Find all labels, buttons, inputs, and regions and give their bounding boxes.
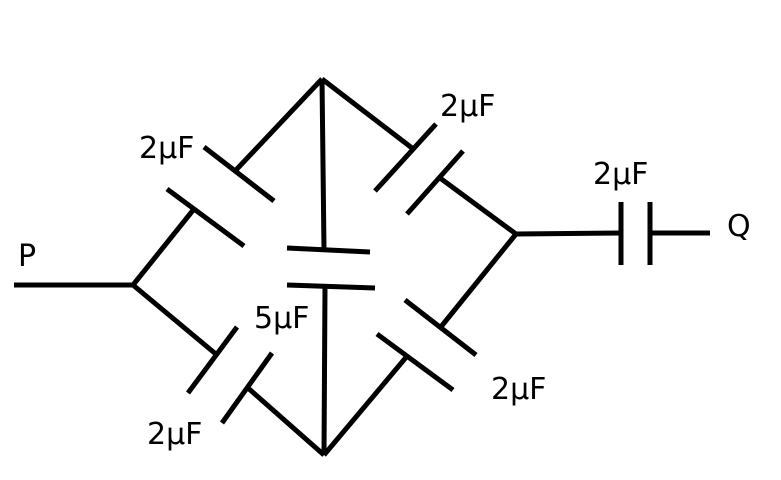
terminal-p-label: P [18, 239, 36, 274]
cap-lr-plate-1 [375, 331, 455, 393]
cap-ul-plate-1 [165, 186, 246, 249]
cap-series-label: 2μF [593, 157, 648, 192]
cap-ll-plate-1 [185, 325, 240, 395]
wire-ul-b [234, 77, 324, 172]
cap-ur-plate-1 [373, 122, 438, 193]
cap-ul-plate-2 [202, 145, 276, 203]
cap-lr-label: 2μF [491, 372, 546, 407]
cap-ll-label: 2μF [147, 417, 202, 452]
wire-ur-a [320, 77, 414, 150]
cap-center-plate-2 [286, 282, 376, 291]
wire-ur-b [438, 175, 518, 237]
wire-lr-b [438, 232, 518, 330]
cap-center-label: 5μF [254, 301, 309, 336]
wire-center-bottom [321, 286, 328, 456]
cap-center-plate-1 [286, 245, 371, 255]
cap-ur-plate-2 [405, 149, 465, 216]
terminal-q-label: Q [727, 209, 751, 244]
cap-ul-label: 2μF [139, 131, 194, 166]
cap-ll-plate-2 [219, 351, 275, 425]
wire-ul-a [131, 207, 196, 287]
wire-ll-b [246, 386, 326, 457]
wire-lr-a [322, 353, 410, 457]
wire-series-a [515, 230, 621, 237]
wire-ll-a [131, 283, 219, 357]
cap-ur-label: 2μF [440, 89, 495, 124]
wire-center-top [319, 78, 327, 251]
